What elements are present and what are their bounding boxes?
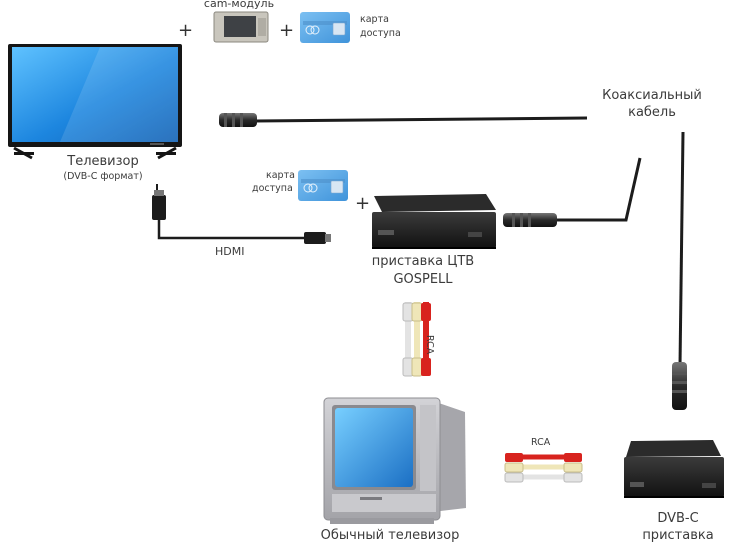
plus-sign: + [178, 20, 194, 41]
hdmi-connector-icon [152, 190, 166, 220]
rca-horizontal-label: RCA [531, 437, 551, 448]
set-top-box-icon [624, 440, 724, 498]
flat-tv-icon [8, 44, 182, 160]
gospell-label-line2: GOSPELL [393, 272, 453, 287]
gospell-label-line1: приставка ЦТВ [371, 254, 475, 269]
tv-format: (DVB-C формат) [63, 171, 143, 182]
coax-label-line2: кабель [628, 105, 676, 120]
card-mid-label-line2: доступа [252, 183, 293, 194]
access-card-icon [298, 170, 348, 201]
hdmi-connector-icon [304, 232, 331, 244]
coax-label-line1: Коаксиальный [602, 88, 702, 103]
rca-vertical-label: RCA [424, 335, 435, 355]
access-card-icon [300, 12, 350, 43]
card-top-label-line1: карта [360, 14, 389, 25]
coax-cable [219, 113, 588, 127]
hdmi-label: HDMI [215, 245, 245, 258]
rca-cable-icon [402, 302, 431, 377]
crt-tv-icon [323, 397, 466, 524]
tv-title: Телевизор [67, 154, 139, 169]
set-top-box-icon [372, 194, 496, 249]
coax-connector-icon [503, 213, 557, 227]
coax-cable [672, 131, 687, 410]
coax-connector-icon [219, 113, 257, 127]
hdmi-cable [152, 184, 331, 244]
plus-sign: + [279, 20, 295, 41]
card-mid-label-line1: карта [266, 170, 295, 181]
dvbc-label-line2: приставка [642, 528, 714, 543]
card-top-label-line2: доступа [360, 28, 401, 39]
coax-connector-icon [672, 362, 687, 410]
plus-sign: + [355, 193, 371, 214]
rca-cable-icon [504, 453, 583, 483]
dvbc-label-line1: DVB-C [657, 511, 699, 526]
coax-cable [503, 157, 642, 227]
old-tv-label: Обычный телевизор [320, 528, 460, 543]
cam-module-icon [213, 11, 269, 43]
cam-module-label: cam-модуль [203, 0, 275, 10]
